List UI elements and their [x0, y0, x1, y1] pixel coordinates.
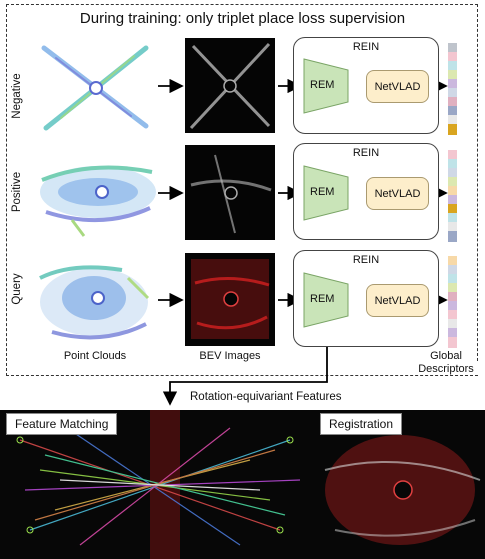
- diagram-title: During training: only triplet place loss…: [79, 10, 406, 27]
- caption-point-clouds: Point Clouds: [63, 350, 127, 362]
- bev-image-negative: [185, 38, 275, 133]
- point-cloud-query: [39, 265, 150, 340]
- caption-global-line1: Global: [430, 350, 462, 362]
- registration-image: [315, 410, 485, 559]
- descriptor-bar-query: [448, 256, 457, 348]
- features-label: Rotation-equivariant Features: [190, 391, 342, 403]
- rem-block-negative: [303, 58, 349, 114]
- rein-label: REIN: [352, 147, 380, 159]
- caption-global-line2: Descriptors: [412, 363, 480, 375]
- descriptor-bar-positive: [448, 150, 457, 242]
- rem-label-negative: REM: [310, 79, 335, 91]
- netvlad-block-query: NetVLAD: [366, 284, 429, 317]
- rem-block-query: [303, 272, 349, 328]
- label-registration: Registration: [320, 413, 403, 435]
- rem-label-query: REM: [310, 293, 335, 305]
- bev-image-query: [185, 253, 275, 346]
- netvlad-block-negative: NetVLAD: [366, 70, 429, 103]
- rein-label: REIN: [352, 41, 380, 53]
- rem-block-positive: [303, 165, 349, 221]
- bev-image-positive: [185, 145, 275, 240]
- rein-label: REIN: [352, 254, 380, 266]
- training-frame: [6, 4, 478, 376]
- descriptor-bar-negative: [448, 43, 457, 135]
- point-cloud-negative: [41, 45, 149, 131]
- point-cloud-positive: [40, 165, 156, 237]
- label-feature-matching: Feature Matching: [6, 413, 118, 435]
- netvlad-block-positive: NetVLAD: [366, 177, 429, 210]
- rem-label-positive: REM: [310, 186, 335, 198]
- caption-bev-images: BEV Images: [199, 350, 261, 362]
